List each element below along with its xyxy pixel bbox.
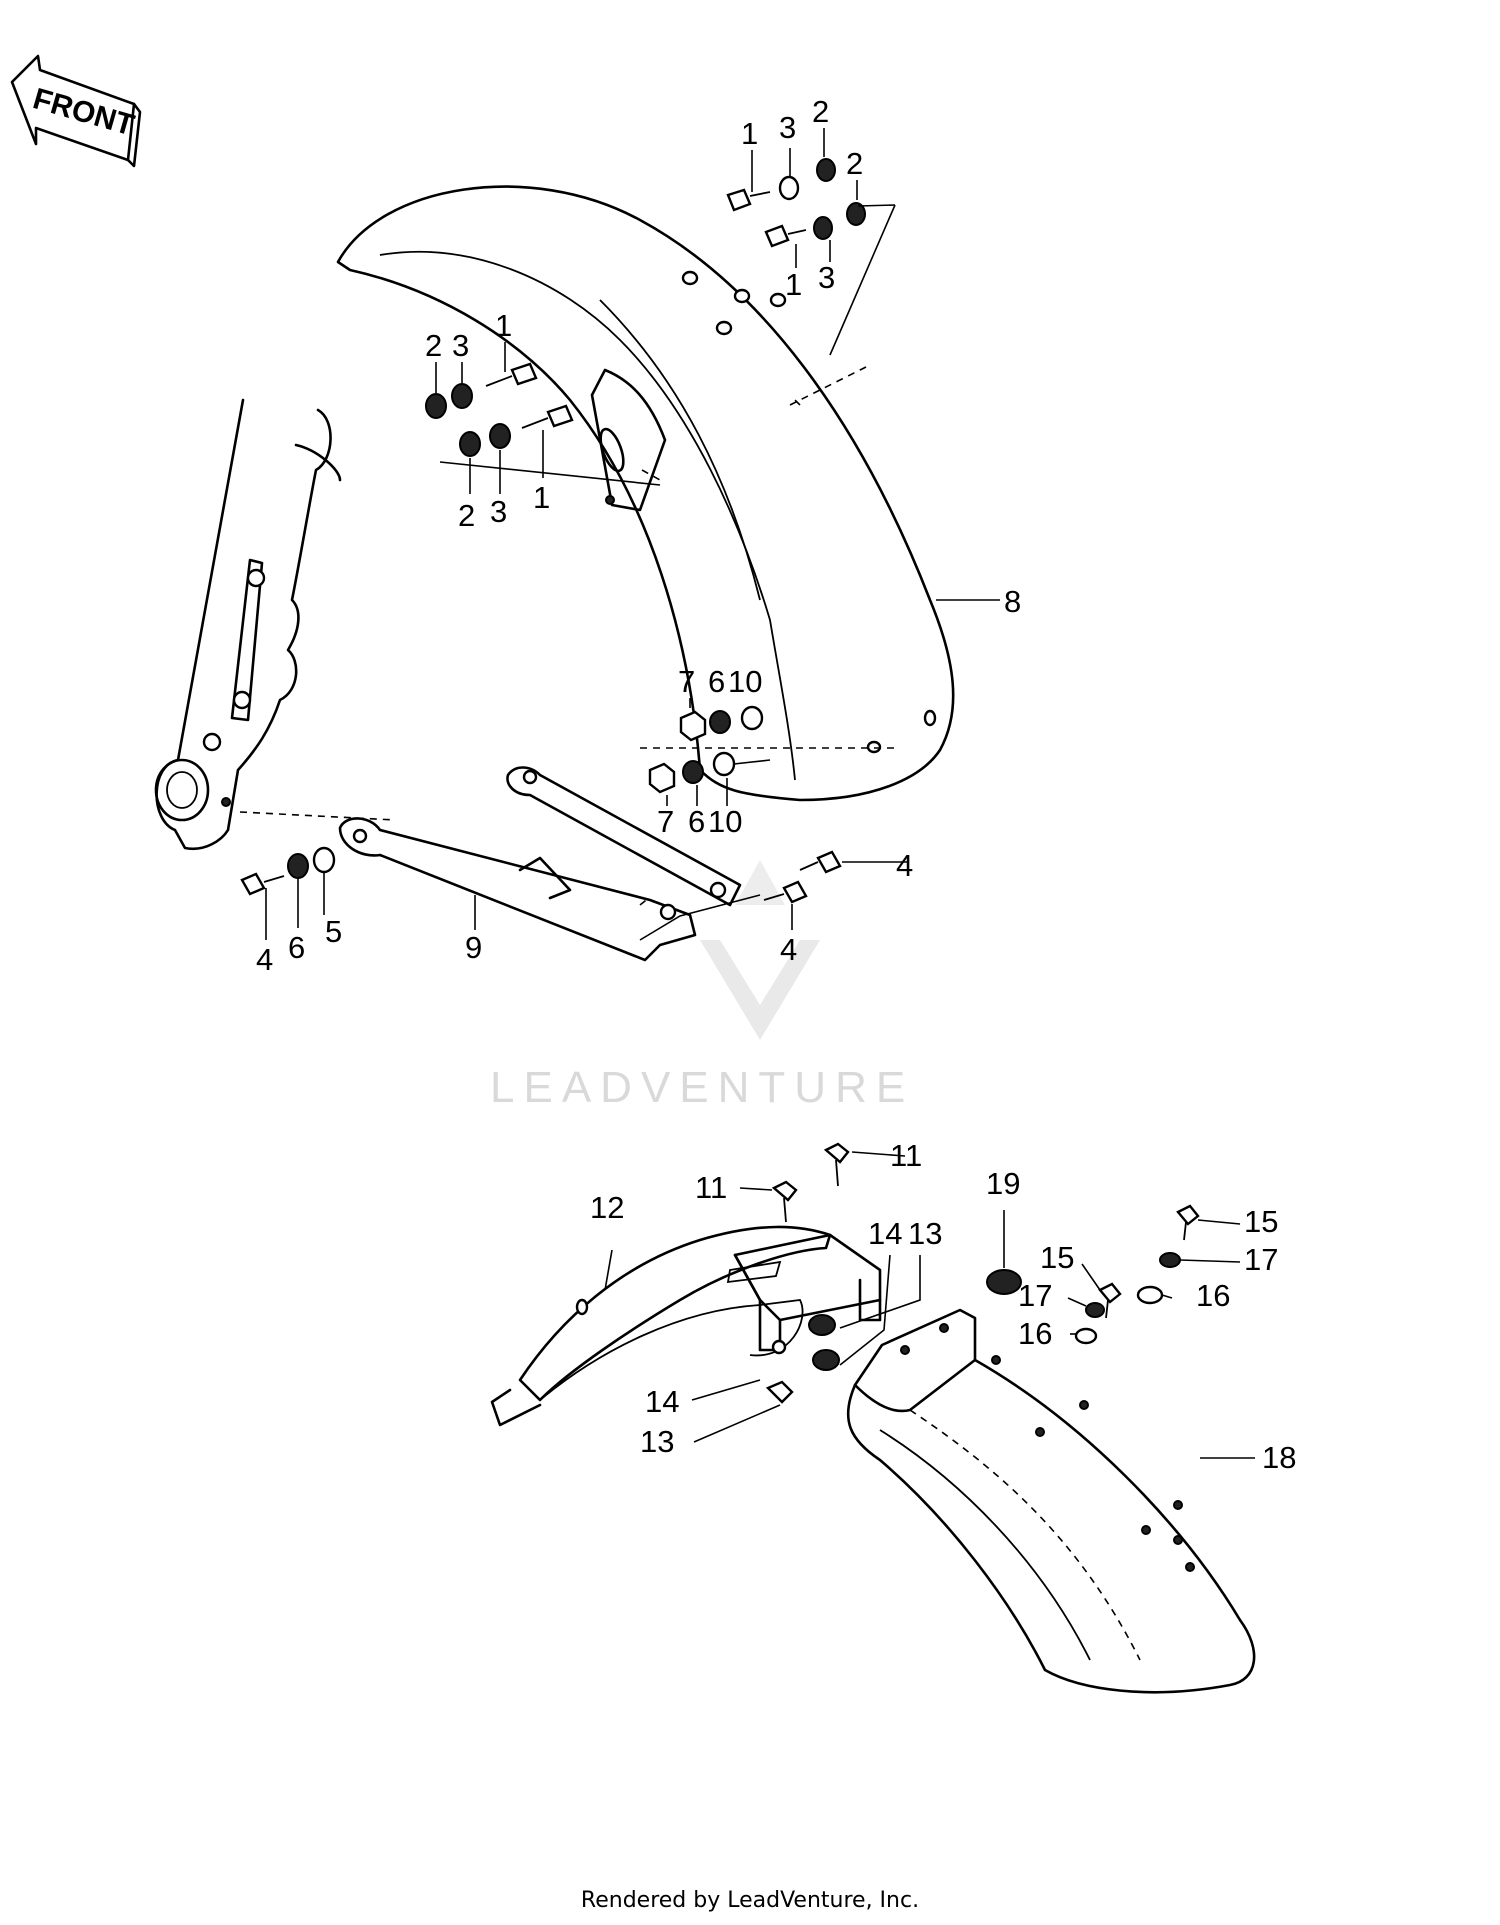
rear-hardware xyxy=(691,599,1255,1459)
callout-7: 7 xyxy=(678,664,695,699)
callout-4: 4 xyxy=(256,942,273,977)
callout-15: 15 xyxy=(1040,1240,1074,1275)
callout-17: 17 xyxy=(1018,1278,1052,1313)
callout-1: 1 xyxy=(495,308,512,343)
callout-1: 1 xyxy=(533,480,550,515)
callout-3: 3 xyxy=(779,110,796,145)
callout-1: 1 xyxy=(785,267,802,302)
callout-2: 2 xyxy=(812,94,829,129)
callout-2: 2 xyxy=(425,328,442,363)
callout-7: 7 xyxy=(657,804,674,839)
callout-3: 3 xyxy=(452,328,469,363)
callout-14: 14 xyxy=(868,1216,902,1251)
callout-1: 1 xyxy=(741,116,758,151)
front-fork xyxy=(154,398,342,851)
hardware-right-bolts xyxy=(763,850,908,930)
callout-19: 19 xyxy=(986,1166,1020,1201)
callout-13: 13 xyxy=(908,1216,942,1251)
callout-4: 4 xyxy=(780,932,797,967)
front-arrow: FRONT xyxy=(10,54,142,168)
callout-10: 10 xyxy=(708,804,742,839)
callout-2: 2 xyxy=(846,146,863,181)
hardware-mid-left xyxy=(425,342,661,494)
callout-18: 18 xyxy=(1262,1440,1296,1475)
callout-2: 2 xyxy=(458,498,475,533)
callout-3: 3 xyxy=(490,494,507,529)
callout-labels: 1 3 2 2 1 3 2 3 1 2 3 1 8 7 6 10 7 6 10 … xyxy=(256,94,1296,1475)
watermark: LEADVENTURE xyxy=(490,860,914,1112)
footer-credit: Rendered by LeadVenture, Inc. xyxy=(580,1888,920,1913)
callout-12: 12 xyxy=(590,1190,624,1225)
callout-10: 10 xyxy=(728,664,762,699)
callout-3: 3 xyxy=(818,260,835,295)
callout-11: 11 xyxy=(695,1170,727,1205)
hardware-top-right xyxy=(726,128,896,356)
callout-13: 13 xyxy=(640,1424,674,1459)
callout-11: 11 xyxy=(890,1138,922,1173)
front-arrow-label: FRONT xyxy=(29,82,137,142)
callout-5: 5 xyxy=(325,914,342,949)
rear-inner-fender xyxy=(490,1225,882,1427)
rear-fender xyxy=(846,1308,1256,1694)
hardware-fender-bottom xyxy=(648,698,771,806)
callout-16: 16 xyxy=(1196,1278,1230,1313)
callout-6: 6 xyxy=(688,804,705,839)
callout-14: 14 xyxy=(645,1384,679,1419)
callout-6: 6 xyxy=(708,664,725,699)
callout-17: 17 xyxy=(1244,1242,1278,1277)
hardware-lower-left xyxy=(240,846,476,940)
callout-4: 4 xyxy=(896,848,913,883)
front-fender xyxy=(239,185,955,906)
callout-9: 9 xyxy=(465,930,482,965)
fender-stay xyxy=(338,766,761,962)
callout-8: 8 xyxy=(1004,584,1021,619)
callout-15: 15 xyxy=(1244,1204,1278,1239)
callout-16: 16 xyxy=(1018,1316,1052,1351)
watermark-text: LEADVENTURE xyxy=(490,1063,914,1112)
callout-6: 6 xyxy=(288,930,305,965)
